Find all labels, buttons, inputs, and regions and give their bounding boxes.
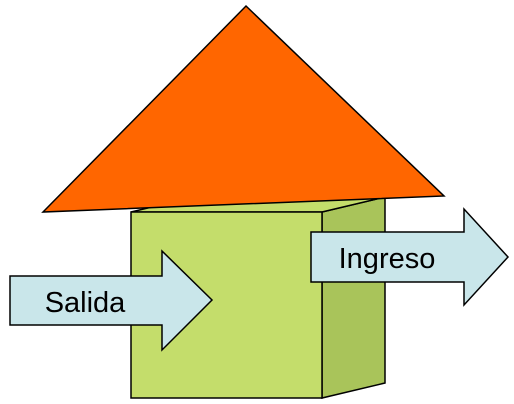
salida-arrow: Salida bbox=[9, 249, 214, 352]
salida-arrow-shape bbox=[9, 249, 214, 352]
ingreso-arrow-shape bbox=[310, 207, 510, 307]
house-side-face bbox=[321, 196, 386, 399]
salida-label: Salida bbox=[45, 287, 126, 319]
roof-triangle bbox=[41, 4, 446, 213]
ingreso-arrow: Ingreso bbox=[310, 207, 510, 307]
ingreso-label: Ingreso bbox=[339, 243, 436, 275]
